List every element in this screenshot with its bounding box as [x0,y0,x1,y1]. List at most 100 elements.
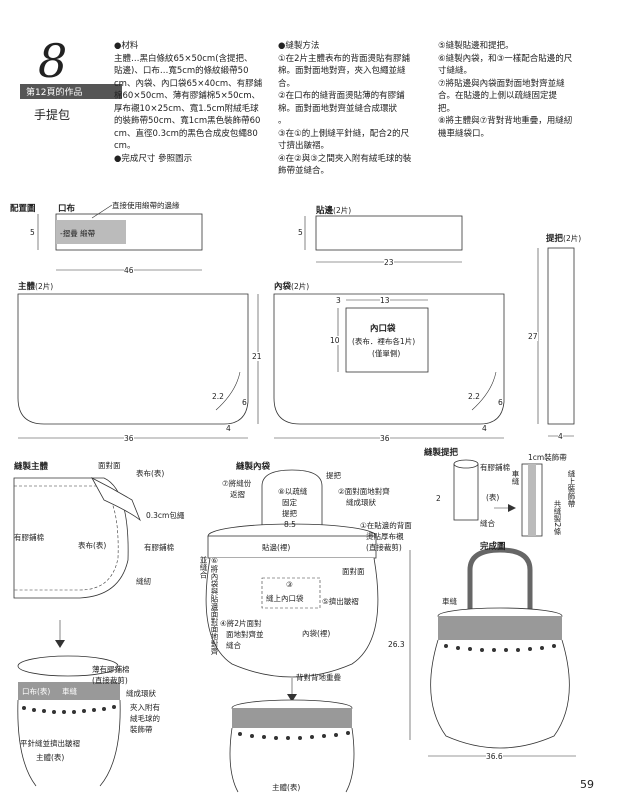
btb-label: 背對背地重疊 [296,673,341,682]
sew-lining-step8c: 提把 [282,509,297,518]
assembled-top-ring [17,655,119,677]
lining-corner-guide [471,371,497,411]
assemble-machine: 車縫 [62,687,77,696]
assemble-body-outer: 主體(表) [36,753,65,762]
materials-heading: ●材料 [114,41,139,51]
method-line: ⑧將主體與⑦背對背地重疊，用縫紉 [438,116,573,126]
sew-lining-step7b: 返摺 [230,490,245,499]
lining-bag [205,557,379,678]
assembled-kobu-band [18,682,120,700]
finished-handle [467,547,533,614]
method-line: ③在①的上側縫平針縫，配合2的尺 [278,128,410,139]
handle-roll-top [453,459,479,469]
layout-heading: 配置圖 [10,204,36,214]
pocket-sub: (表布．裡布各1片) [352,337,416,346]
method-line: 把。 [438,103,456,114]
sew-lining-step1c: (直接裁剪) [366,543,402,552]
lining-corner-3: 4 [482,424,487,433]
kobu-ribbon-fill [56,220,126,244]
work-source-bar: 第12頁的作品 [20,84,122,99]
sew-lining-step1b: 燙貼厚布襯 [366,532,404,541]
finished-band [438,616,562,640]
method-col1: ●縫製方法 ①在2片主體表布的背面燙貼有膠鋪 棉。面對面地對齊，夾入包繩並縫 合… [278,40,411,178]
sew-lining-step4: ④將2片面對 [220,619,262,628]
btb-sides [229,727,355,793]
hem-label: 貼邊(2片) [316,204,351,216]
btb-band [232,708,352,728]
sew-handle-face: (表) [486,493,500,502]
method-line: 棉。面對面地對齊並縫合成環狀 [278,103,398,114]
handle-width: 4 [558,432,563,441]
sew-body-outer-inner: 表布(表) [78,541,107,550]
page-number: 59 [580,778,594,791]
method-line: ⑤縫製貼邊和提把。 [438,41,514,51]
assemble-direct: (直接裁剪) [92,676,128,685]
sew-body-wadding-left: 有膠鋪棉 [14,533,44,542]
hem-label-text: 貼邊 [316,206,334,216]
body-piece [17,293,249,425]
method-line: ②在口布的縫背面燙貼薄的有膠鋪 [278,91,405,101]
hem-width: 23 [384,258,394,267]
method-heading: ●縫製方法 [278,41,320,51]
body-label-text: 主體 [18,282,36,292]
body-width: 36 [124,434,134,443]
assemble-wadding: 薄有膠鋪棉 [92,665,130,674]
body-label: 主體(2片) [18,280,53,292]
method-line: ①在2片主體表布的背面燙貼有膠鋪 [278,53,411,64]
lining-label-text: 內袋 [274,282,292,292]
body-corner-1: 2.2 [212,392,224,401]
kobu-label: 口布 [58,204,76,214]
work-number: 8 [38,34,68,88]
lining-count: (2片) [291,282,310,291]
sew-body-heading: 縫製主體 [14,462,49,472]
sew-handle-dim2: 2 [436,494,441,503]
finished-body [430,639,570,749]
sew-body-cord: 0.3cm包繩 [146,511,185,520]
assemble-insert1: 夾入附有 [130,703,160,712]
materials-line: 棉60×50cm、薄有膠鋪棉5×50cm、 [114,91,261,101]
sew-lining-step4b: 面地對齊並 [226,630,264,639]
sew-lining-step7: ⑦將縫份 [222,479,252,488]
sew-lining-step8: ⑧以疏縫 [278,487,308,496]
method-line: ⑥縫製內袋，和③一樣配合貼邊的尺 [438,53,573,64]
finished-height: 26.3 [388,640,405,649]
kobu-height: 5 [30,228,35,237]
sew-handle-wadding: 有膠鋪棉 [480,463,510,472]
hem-piece [315,215,463,251]
handle-count: (2片) [563,234,582,243]
materials-line: 貼邊)、口布…寬5cm的條紋緞帶50 [114,66,249,76]
method-col2: ⑤縫製貼邊和提把。 ⑥縫製內袋，和③一樣配合貼邊的尺 寸縫縫。 ⑦將貼邊與內袋面… [438,40,572,140]
lining-width: 36 [380,434,390,443]
materials-line: cm。 [114,141,136,151]
lining-pocket-dash [261,577,321,609]
lining-dim-13: 13 [380,296,390,305]
sew-handle-deco: 1cm裝飾帶 [528,453,567,462]
sew-handle-machine: 車縫 [511,470,520,485]
sew-lining-step8b: 固定 [282,498,297,507]
sew-lining-step2: ②面對面地對齊 [338,487,390,496]
assembled-pompoms [22,705,116,714]
handle-roll [453,463,479,521]
sew-lining-step2b: 縫成環狀 [346,498,376,507]
sew-body-flap [91,477,141,522]
work-title: 手提包 [34,108,71,122]
finished-width: 36.6 [486,752,503,761]
method-line: 機車縫袋口。 [438,128,490,139]
materials-line: cm、直徑0.3cm的黑色合成皮包繩80 [114,128,258,139]
kobu-inner: -摺疊 緞帶 [60,229,96,238]
sew-body-face: 面對面 [98,461,121,470]
sew-lining-handle: 提把 [326,471,341,480]
lining-dim-3: 3 [336,296,341,305]
sew-handle-both: 共縫製2條 [553,500,562,535]
assembled-sides [17,699,121,787]
method-line: 飾帶並縫合。 [278,166,330,176]
sew-lining-step6: ⑥將內袋與貼邊面對面地對齊並縫合 [199,556,219,655]
materials-block: ●材料 主體…黑白條紋65×50cm(含提把、 貼邊)、口布…寬5cm的條紋緞帶… [114,40,262,165]
lining-corner-1: 2.2 [468,392,480,401]
btb-body-outer: 主體(表) [272,783,301,792]
sew-handle-heading: 縫製提把 [424,448,459,458]
btb-pompoms [238,731,350,740]
method-line: 棉。面對面地對齊，夾入包繩並縫 [278,66,406,76]
kobu-note: 直接使用緞帶的邊緣 [112,201,180,210]
hem-height: 5 [298,228,303,237]
